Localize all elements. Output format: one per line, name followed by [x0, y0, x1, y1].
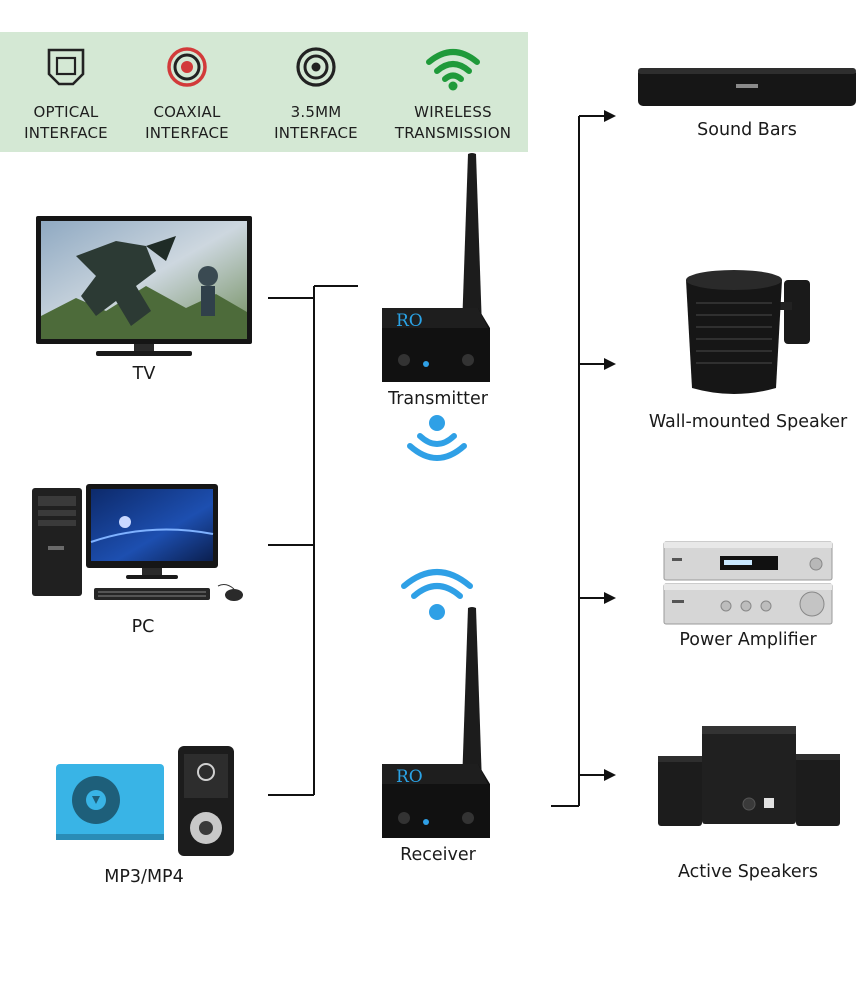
transmitter-label: Transmitter [388, 389, 488, 409]
arrow-soundbar [604, 110, 616, 122]
audio-jack-icon [296, 47, 336, 87]
soundbar-label: Sound Bars [697, 120, 797, 140]
pc-label: PC [131, 617, 155, 637]
pc-image [32, 484, 243, 601]
arrow-active-speakers [604, 769, 616, 781]
signal-out-icon [407, 415, 467, 461]
soundbar-image [638, 68, 856, 106]
active-speakers-image [658, 726, 840, 826]
mp3-players-image [56, 746, 234, 856]
receiver-brand: RO [396, 767, 423, 787]
wall-speaker-label: Wall-mounted Speaker [648, 412, 848, 432]
tv-label: TV [132, 364, 156, 384]
wall-speaker-image [686, 270, 810, 394]
coaxial-port-icon [167, 47, 207, 87]
receiver-label: Receiver [400, 845, 476, 865]
signal-in-icon [401, 569, 473, 620]
optical-port-icon [47, 48, 85, 86]
amplifier-image [663, 541, 833, 625]
transmitter-brand: RO [396, 311, 423, 331]
amplifier-label: Power Amplifier [679, 630, 817, 650]
mp3-label: MP3/MP4 [104, 867, 184, 887]
transmitter-image: RO [382, 153, 490, 382]
active-speakers-label: Active Speakers [678, 862, 818, 882]
tv-image [36, 216, 252, 356]
arrow-amplifier [604, 592, 616, 604]
arrow-wall-speaker [604, 358, 616, 370]
wifi-icon [426, 49, 480, 91]
receiver-image: RO [382, 607, 490, 838]
